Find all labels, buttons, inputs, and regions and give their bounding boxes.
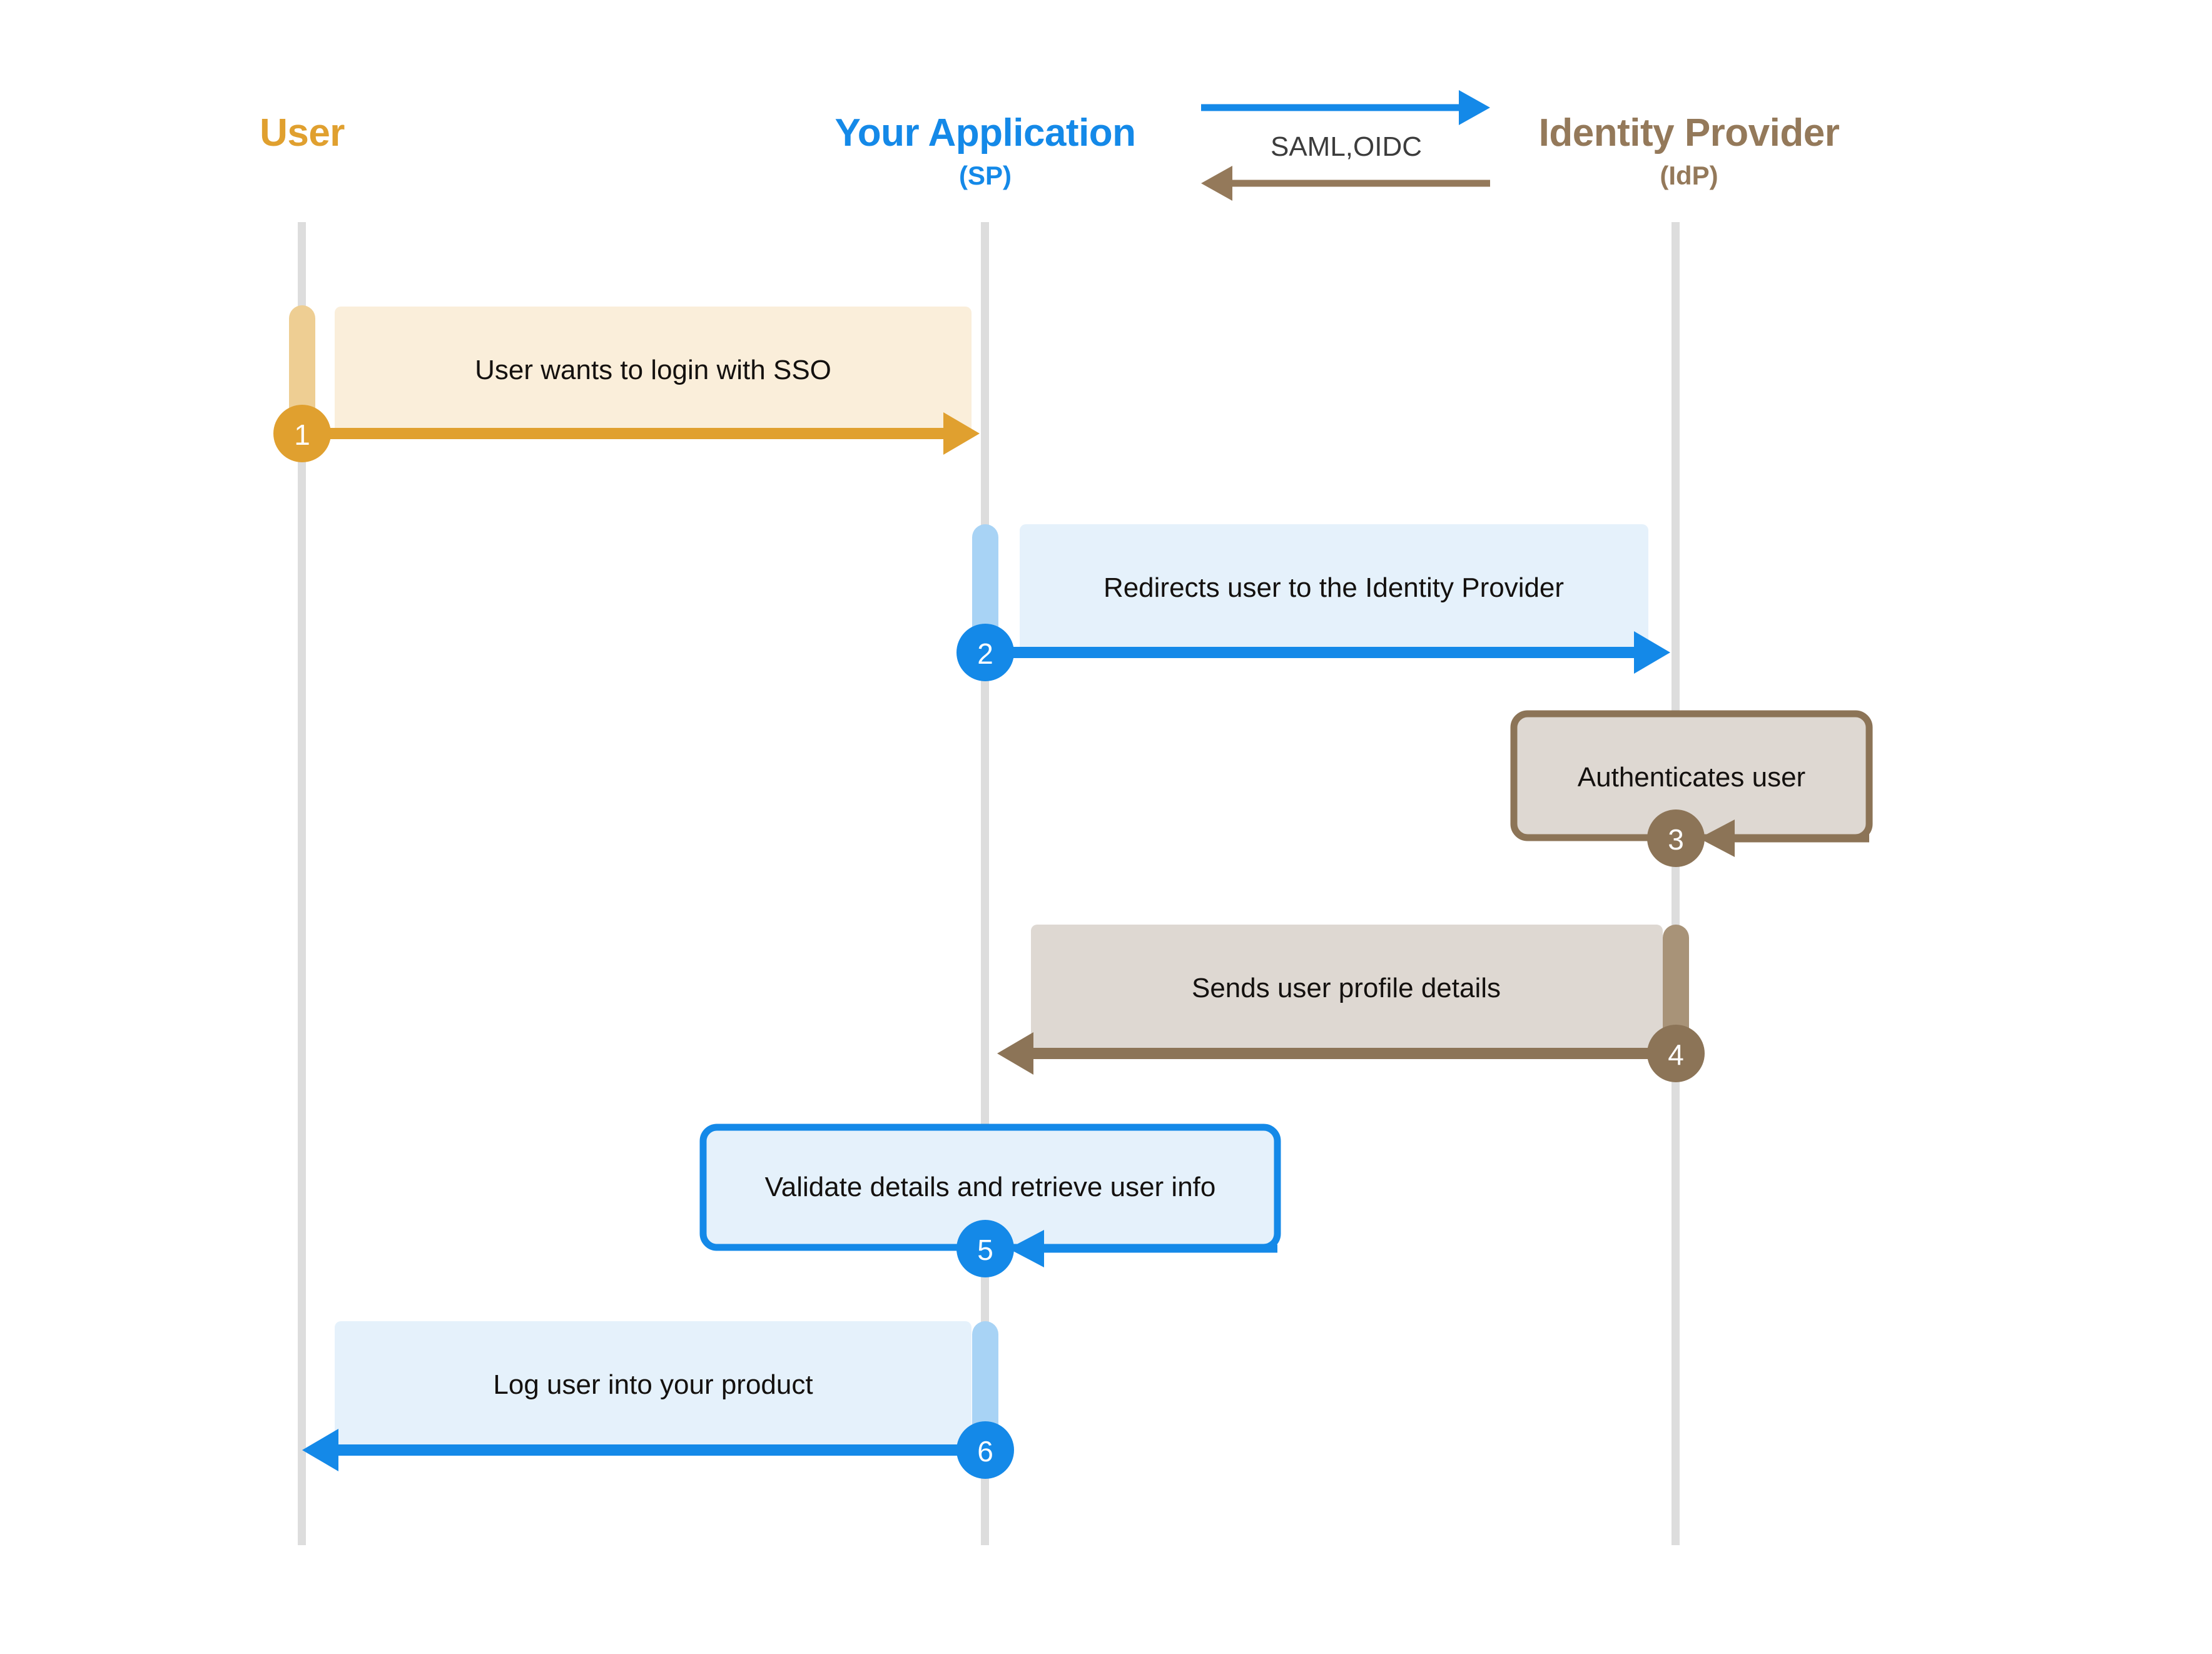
step-3-label: Authenticates user xyxy=(1577,762,1806,793)
step-4-message-box xyxy=(1031,925,1663,1053)
actor-header-user[interactable]: User xyxy=(260,111,345,161)
actor-title-sp: Your Application xyxy=(835,111,1136,155)
step-6-activation-bar xyxy=(972,1321,998,1440)
step-2-arrow-head xyxy=(1634,631,1670,674)
step-2-group xyxy=(956,524,1670,681)
step-3-arrow-head xyxy=(1699,819,1735,857)
step-2-activation-bar xyxy=(972,524,998,643)
step-1-arrow-head xyxy=(943,412,980,455)
step-4-label: Sends user profile details xyxy=(1191,973,1501,1003)
step-6-group xyxy=(302,1321,1014,1479)
actor-title-idp: Identity Provider xyxy=(1538,111,1840,155)
step-2-marker[interactable] xyxy=(956,624,1014,681)
step-3-marker[interactable] xyxy=(1647,809,1705,867)
step-1-label: User wants to login with SSO xyxy=(475,355,831,385)
protocol-arrow-bottom-head xyxy=(1201,166,1232,201)
step-2-label: Redirects user to the Identity Provider xyxy=(1103,572,1565,603)
protocol-arrow-top-head xyxy=(1459,90,1490,125)
step-6-label: Log user into your product xyxy=(493,1369,813,1400)
step-4-arrow-head xyxy=(997,1032,1033,1075)
step-1-group xyxy=(273,305,980,462)
step-1-message-box xyxy=(335,307,972,435)
step-1-activation-bar xyxy=(289,305,315,424)
lifeline-user xyxy=(298,222,306,1545)
lifeline-idp xyxy=(1672,222,1680,1545)
step-4-group xyxy=(997,925,1705,1082)
step-4-marker[interactable] xyxy=(1647,1025,1705,1082)
actor-title-user: User xyxy=(260,111,345,155)
actor-header-idp[interactable]: Identity Provider (IdP) xyxy=(1539,111,1840,190)
step-6-arrow-head xyxy=(302,1429,338,1471)
actor-header-sp[interactable]: Your Application (SP) xyxy=(835,111,1136,191)
step-5-label: Validate details and retrieve user info xyxy=(764,1172,1216,1202)
step-2-message-box xyxy=(1020,524,1648,652)
protocol-arrows xyxy=(1201,90,1490,201)
step-4-activation-bar xyxy=(1663,925,1689,1043)
actor-sublabel-idp: (IdP) xyxy=(1660,161,1718,191)
protocol-annotation-label: SAML,OIDC xyxy=(1270,131,1423,162)
actor-sublabel-sp: (SP) xyxy=(958,161,1012,191)
step-5-marker[interactable] xyxy=(956,1220,1014,1277)
step-3-group xyxy=(1510,710,1873,867)
step-5-arrow-head xyxy=(1008,1230,1044,1267)
step-1-marker[interactable] xyxy=(273,405,331,462)
step-6-marker[interactable] xyxy=(956,1421,1014,1479)
step-5-group xyxy=(699,1124,1281,1277)
step-6-message-box xyxy=(335,1321,972,1449)
